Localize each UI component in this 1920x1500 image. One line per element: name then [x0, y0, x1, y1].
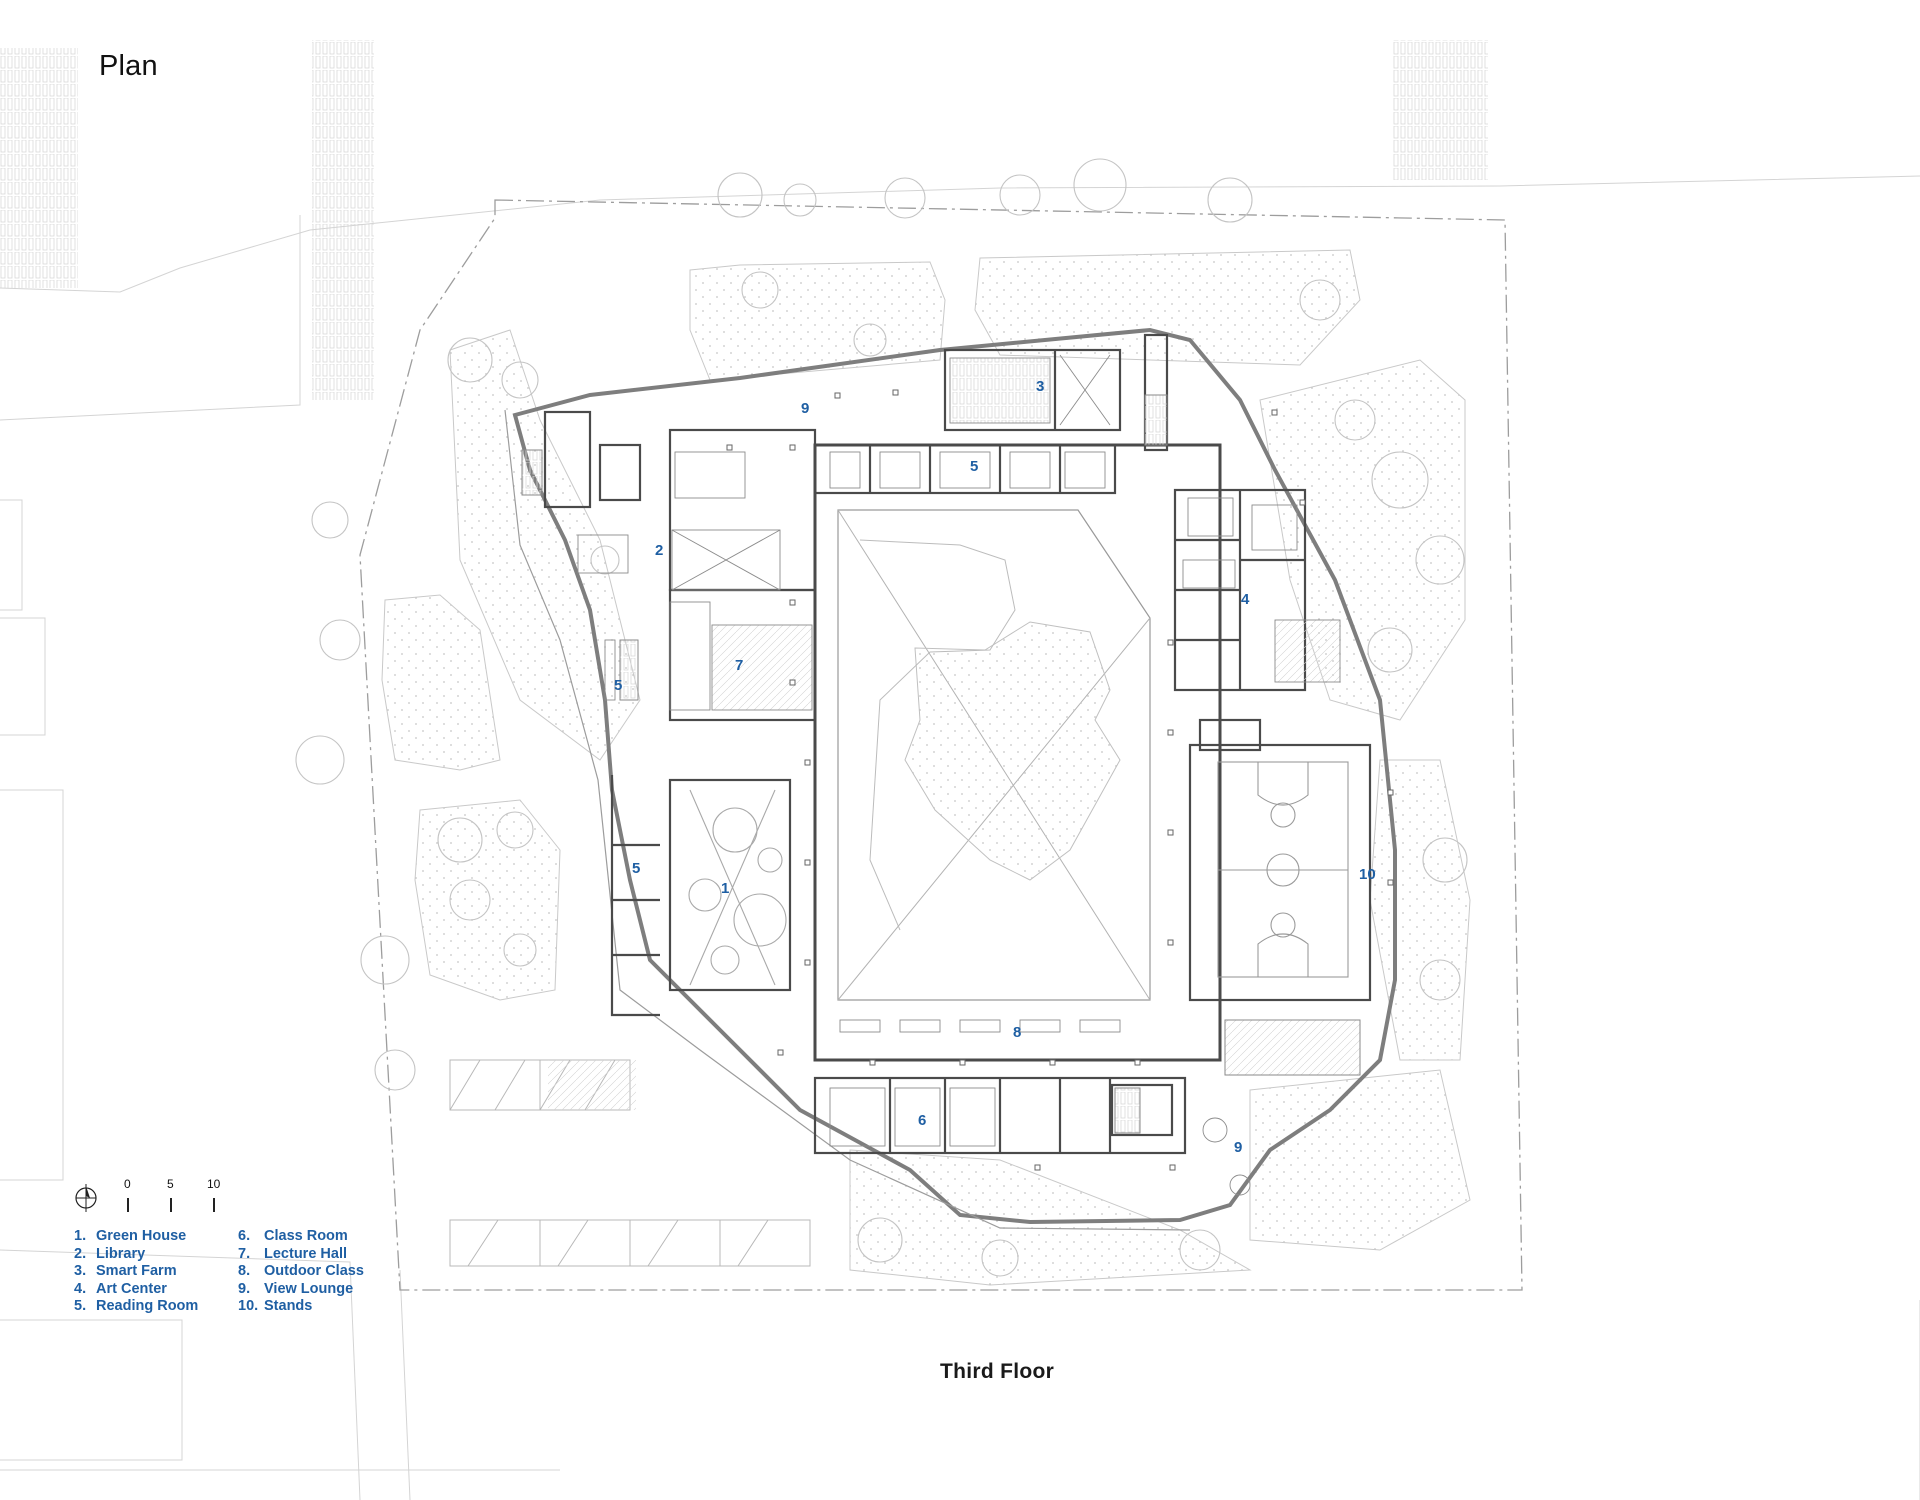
scale-tick-5: 5	[167, 1177, 174, 1191]
legend-number: 6.	[238, 1228, 251, 1244]
legend-label: Class Room	[264, 1228, 348, 1244]
room-label-art-center: 4	[1241, 591, 1250, 608]
legend-item: 9. View Lounge	[238, 1281, 364, 1299]
room-label-reading-room-north: 5	[970, 458, 978, 475]
legend-label: Library	[96, 1245, 146, 1262]
room-label-stands: 10	[1359, 866, 1376, 883]
legend-label: Reading Room	[96, 1298, 199, 1315]
room-labels: 9 3 5 2 7 5 4 5 1 10 8 6 9	[614, 378, 1376, 1156]
parking-lots	[449, 1059, 811, 1267]
legend-number: 2.	[74, 1245, 87, 1262]
page-title: Plan	[99, 50, 158, 82]
legend-item: 2. Library	[74, 1246, 198, 1264]
room-label-outdoor-class: 8	[1013, 1024, 1021, 1041]
room-label-library: 2	[655, 542, 663, 559]
scale-tick-10: 10	[207, 1177, 221, 1191]
legend-label: View Lounge	[264, 1280, 354, 1297]
legend-item: 8. Outdoor Class	[238, 1263, 364, 1281]
legend-number: 9.	[238, 1280, 251, 1297]
trees	[295, 158, 1468, 1277]
legend-item: 4. Art Center	[74, 1281, 198, 1299]
scale-bar	[127, 1198, 215, 1212]
site-boundary	[359, 199, 1523, 1291]
room-label-reading-room-west: 5	[614, 677, 622, 694]
legend-column-right: 6. Class Room 7. Lecture Hall 8. Outdoor Cl…	[238, 1228, 364, 1316]
room-label-smart-farm: 3	[1036, 378, 1044, 395]
room-label-view-lounge-south: 9	[1234, 1139, 1242, 1156]
legend-item: 3. Smart Farm	[74, 1263, 198, 1281]
north-arrow-icon	[75, 1184, 97, 1212]
legend-label: Smart Farm	[96, 1263, 177, 1280]
legend-item: 10. Stands	[238, 1298, 364, 1316]
legend-number: 8.	[238, 1263, 251, 1280]
legend-column-left: 1. Green House 2. Library 3. Smart Farm 4. A…	[74, 1228, 198, 1316]
legend-number: 4.	[74, 1280, 87, 1297]
central-courtyard	[813, 443, 1222, 1062]
legend-number: 1.	[74, 1228, 87, 1244]
scale-tick-0: 0	[124, 1177, 131, 1191]
sports-court	[1217, 761, 1349, 978]
site-context	[0, 40, 1920, 1500]
room-label-view-lounge-north: 9	[801, 400, 809, 417]
legend-number: 5.	[74, 1298, 87, 1315]
legend-label: Outdoor Class	[264, 1263, 364, 1280]
columns	[726, 389, 1394, 1171]
legend-item: 5. Reading Room	[74, 1298, 198, 1316]
room-label-lecture-hall: 7	[735, 657, 743, 674]
legend-number: 7.	[238, 1245, 251, 1262]
room-label-reading-room-southwest: 5	[632, 860, 640, 877]
legend-number: 3.	[74, 1263, 87, 1280]
room-label-green-house: 1	[721, 880, 729, 897]
greenhouse-planting	[688, 789, 787, 986]
legend-label: Art Center	[96, 1280, 167, 1297]
building-perimeter	[512, 327, 1397, 1225]
legend-item: 6. Class Room	[238, 1228, 364, 1246]
room-label-class-room: 6	[918, 1112, 926, 1129]
furniture	[577, 354, 1341, 1196]
legend-label: Green House	[96, 1228, 187, 1244]
legend-item: 7. Lecture Hall	[238, 1246, 364, 1264]
legend-label: Stands	[264, 1298, 313, 1315]
legend-number: 10.	[238, 1298, 259, 1315]
legend-label: Lecture Hall	[264, 1245, 347, 1262]
legend-item: 1. Green House	[74, 1228, 198, 1246]
floor-title: Third Floor	[940, 1360, 1055, 1383]
stairs	[521, 394, 1361, 1134]
